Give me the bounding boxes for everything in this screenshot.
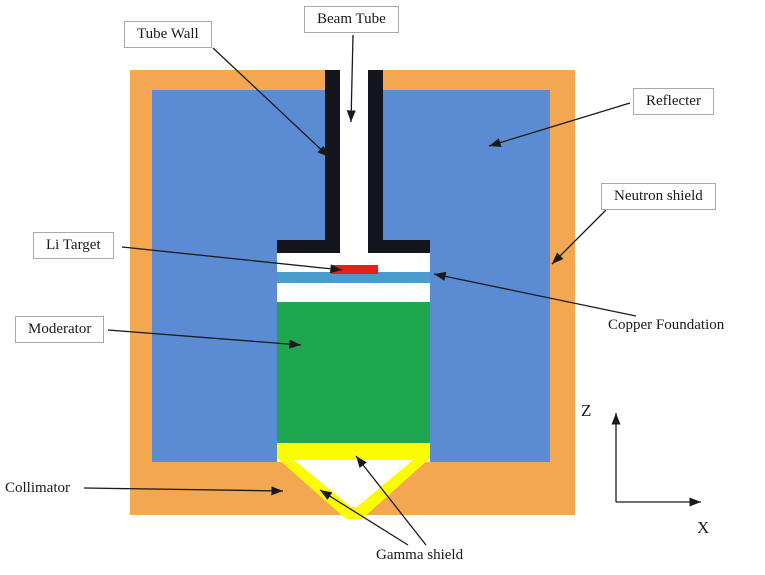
arrow-reflecter <box>488 102 631 147</box>
label-beam-tube: Beam Tube <box>304 6 399 33</box>
label-li-target: Li Target <box>33 232 114 259</box>
label-tube-wall: Tube Wall <box>124 21 212 48</box>
arrow-copper-foundation <box>433 271 637 317</box>
annotation-arrows <box>83 34 701 546</box>
label-gamma-shield: Gamma shield <box>376 547 464 563</box>
copper-foundation-region <box>277 272 430 283</box>
label-neutron-shield: Neutron shield <box>601 183 716 210</box>
beam-channel <box>340 70 368 242</box>
axis-x-label: X <box>697 518 710 537</box>
label-reflecter: Reflecter <box>633 88 714 115</box>
arrow-li-target <box>121 246 343 274</box>
label-collimator: Collimator <box>5 480 70 496</box>
axis-z-label: Z <box>581 401 592 420</box>
tube-flange-right <box>368 240 430 253</box>
arrow-gamma-shield-1 <box>319 489 409 546</box>
collimator-opening <box>294 460 413 507</box>
arrow-neutron-shield <box>551 209 607 265</box>
label-copper-foundation: Copper Foundation <box>608 317 725 333</box>
arrow-tube-wall <box>212 47 330 158</box>
arrow-collimator <box>83 486 284 496</box>
arrow-beam-tube <box>346 34 356 123</box>
tube-flange-left <box>277 240 340 253</box>
li-target-region <box>331 265 378 274</box>
tube-wall-left <box>325 70 340 253</box>
arrow-gamma-shield-2 <box>355 455 427 546</box>
moderator-region <box>277 302 430 443</box>
label-moderator: Moderator <box>15 316 105 343</box>
arrow-moderator <box>107 329 302 349</box>
tube-wall-right <box>368 70 383 253</box>
